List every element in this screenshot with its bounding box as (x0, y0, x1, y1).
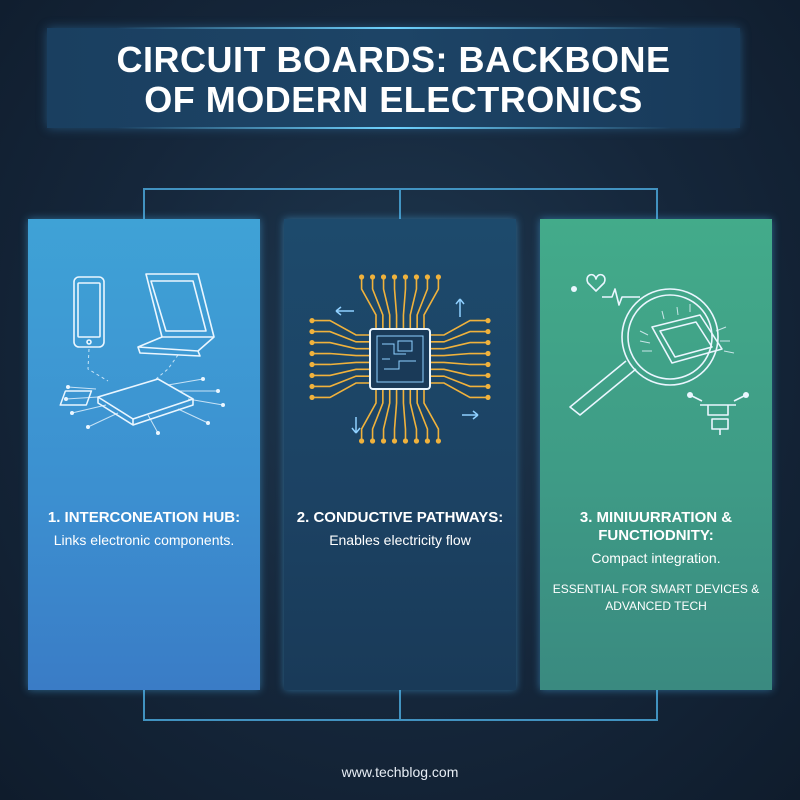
panel-2-heading: 2. CONDUCTIVE PATHWAYS: (296, 509, 504, 526)
title-banner: CIRCUIT BOARDS: BACKBONE OF MODERN ELECT… (47, 27, 740, 129)
magnifier-chip-icon (569, 273, 749, 435)
title-line-2: OF MODERN ELECTRONICS (144, 79, 643, 120)
panel-miniaturization: 3. MINIUURRATION & FUNCTIODNITY: Compact… (540, 219, 772, 690)
panel-2-description: Enables electricity flow (329, 532, 471, 548)
page-title: CIRCUIT BOARDS: BACKBONE OF MODERN ELECT… (47, 40, 740, 120)
panel-3-text: 3. MINIUURRATION & FUNCTIODNITY: Compact… (540, 509, 772, 615)
panel-3-extra: ESSENTIAL FOR SMART DEVICES & ADVANCED T… (552, 582, 760, 613)
panel-1-text: 1. INTERCONEATION HUB: Links electronic … (28, 509, 260, 549)
panel-2-text: 2. CONDUCTIVE PATHWAYS: Enables electric… (284, 509, 516, 549)
panel-interconnection-hub: 1. INTERCONEATION HUB: Links electronic … (28, 219, 260, 690)
footer-url: www.techblog.com (341, 764, 459, 780)
panel-conductive-pathways: 2. CONDUCTIVE PATHWAYS: Enables electric… (284, 219, 516, 690)
panel-3-heading: 3. MINIUURRATION & FUNCTIODNITY: (579, 509, 733, 544)
microchip-icon (309, 274, 491, 444)
panel-3-description: Compact integration. (591, 550, 721, 566)
panel-1-description: Links electronic components. (53, 532, 235, 548)
title-line-1: CIRCUIT BOARDS: BACKBONE (116, 39, 671, 80)
panel-1-heading: 1. INTERCONEATION HUB: (47, 509, 241, 526)
devices-circuit-icon (59, 273, 225, 435)
